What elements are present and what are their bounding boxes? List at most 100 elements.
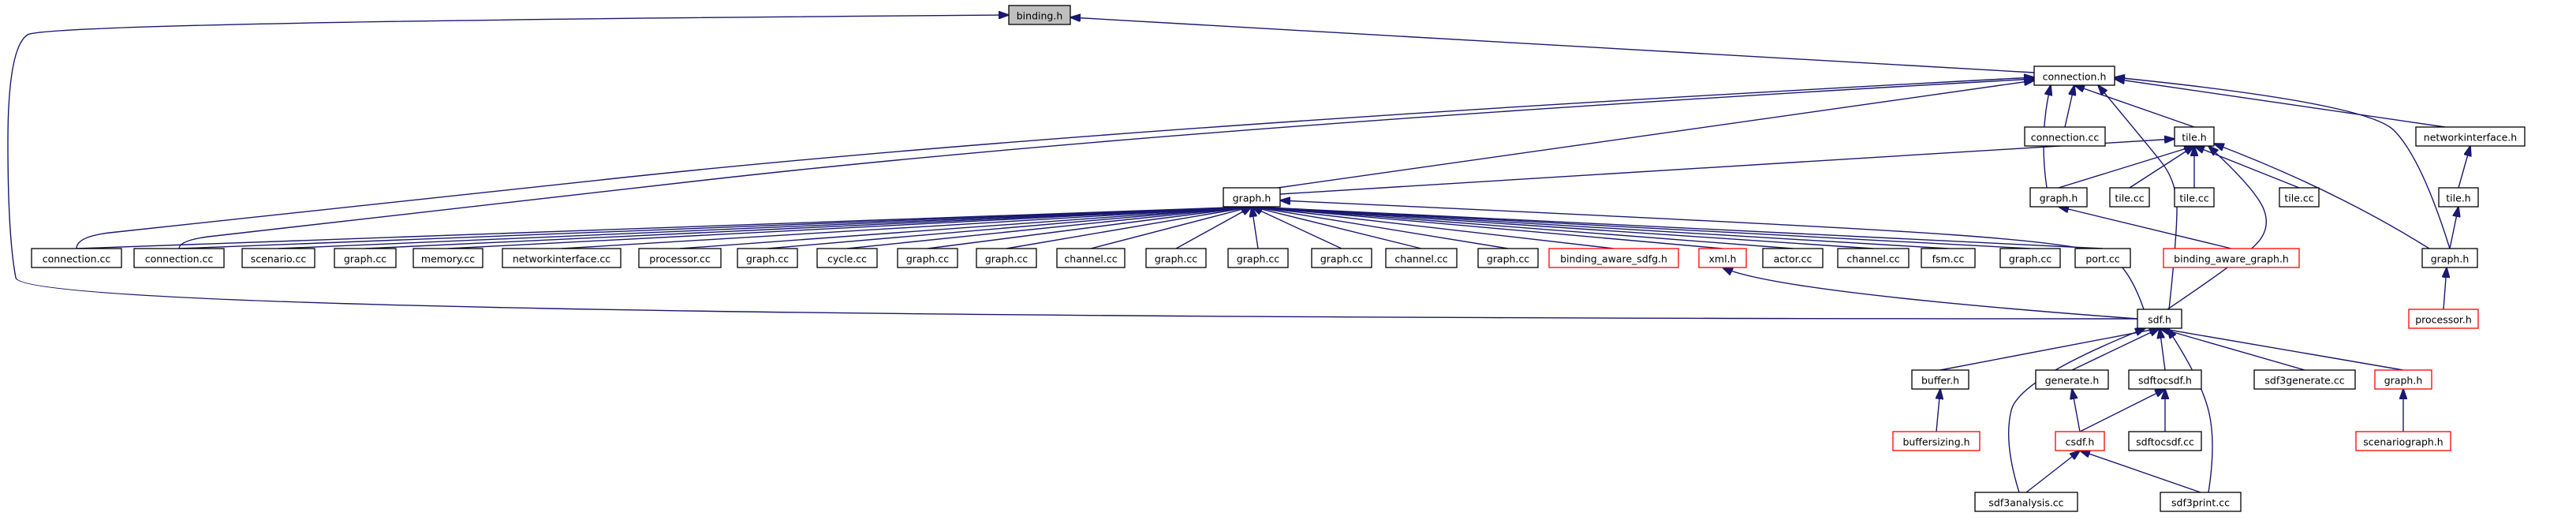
node-buffersizing-h[interactable]: buffersizing.h — [1892, 431, 1981, 451]
node-tile-h[interactable]: tile.h — [2174, 126, 2215, 147]
node-box — [334, 248, 397, 268]
node-label: connection.h — [2043, 71, 2107, 83]
node-label: graph.cc — [1155, 253, 1197, 265]
edge-buffer_h-to-sdf_h — [1939, 328, 2160, 371]
edge-channel_cc_2-to-graph_h_main — [1252, 207, 1422, 249]
node-networkinterface-h[interactable]: networkinterface.h — [2415, 126, 2526, 147]
node-processor-cc[interactable]: processor.cc — [638, 248, 722, 268]
edge-processor_h-to-graph_h_ni — [2443, 267, 2447, 310]
node-sdftocsdf-h[interactable]: sdftocsdf.h — [2128, 369, 2202, 390]
node-box — [2174, 126, 2215, 147]
node-graph-cc-6[interactable]: graph.cc — [1227, 248, 1289, 268]
node-csdf-h[interactable]: csdf.h — [2055, 431, 2105, 451]
node-sdftocsdf-cc[interactable]: sdftocsdf.cc — [2128, 431, 2202, 451]
node-buffer-h[interactable]: buffer.h — [1911, 369, 1969, 390]
node-graph-cc-1[interactable]: graph.cc — [334, 248, 397, 268]
node-label: connection.cc — [43, 253, 111, 265]
edge-buffersizing_h-to-buffer_h — [1936, 389, 1940, 432]
node-graph-h-tile[interactable]: graph.h — [2029, 187, 2088, 208]
node-label: graph.h — [2384, 375, 2423, 387]
node-graph-h-sdf[interactable]: graph.h — [2374, 369, 2432, 390]
node-box — [1223, 187, 1281, 208]
node-channel-cc-3[interactable]: channel.cc — [1837, 248, 1910, 268]
node-box — [1008, 5, 1071, 25]
node-connection-cc-c[interactable]: connection.cc — [133, 248, 225, 268]
node-cycle-cc[interactable]: cycle.cc — [816, 248, 878, 268]
edge-graph_cc_9-to-graph_h_main — [1252, 207, 2031, 249]
node-binding-aware-sdfg-h[interactable]: binding_aware_sdfg.h — [1548, 248, 1679, 268]
node-binding-h[interactable]: binding.h — [1008, 5, 1071, 25]
node-graph-cc-8[interactable]: graph.cc — [1477, 248, 1539, 268]
edge-sdf3analysis_cc-to-csdf_h — [2025, 451, 2080, 493]
node-port-cc[interactable]: port.cc — [2074, 248, 2131, 268]
node-label: sdf3generate.cc — [2264, 375, 2344, 387]
node-graph-cc-3[interactable]: graph.cc — [897, 248, 958, 268]
node-box — [2137, 309, 2182, 329]
node-tile-cc-1[interactable]: tile.cc — [2109, 187, 2150, 208]
node-label: generate.h — [2045, 375, 2100, 387]
node-label: tile.cc — [2179, 193, 2208, 204]
node-connection-cc-b[interactable]: connection.cc — [31, 248, 122, 268]
node-graph-cc-2[interactable]: graph.cc — [737, 248, 798, 268]
node-networkinterface-cc[interactable]: networkinterface.cc — [502, 248, 622, 268]
node-scenario-cc[interactable]: scenario.cc — [241, 248, 315, 268]
edge-processor_cc-to-graph_h_main — [679, 207, 1252, 249]
node-generate-h[interactable]: generate.h — [2035, 369, 2109, 390]
node-fsm-cc[interactable]: fsm.cc — [1921, 248, 1976, 268]
node-box — [1911, 369, 1969, 390]
node-graph-h-ni[interactable]: graph.h — [2421, 248, 2478, 268]
node-label: tile.h — [2446, 193, 2470, 204]
node-sdf-h[interactable]: sdf.h — [2137, 309, 2182, 329]
node-graph-cc-7[interactable]: graph.cc — [1311, 248, 1372, 268]
node-graph-cc-9[interactable]: graph.cc — [1999, 248, 2061, 268]
node-tile-cc-3[interactable]: tile.cc — [2279, 187, 2320, 208]
edge-connection_cc_b-to-connection_h — [76, 77, 2034, 249]
node-label: graph.cc — [344, 253, 386, 265]
node-sdf3analysis-cc[interactable]: sdf3analysis.cc — [1974, 492, 2078, 512]
node-sdf3generate-cc[interactable]: sdf3generate.cc — [2253, 369, 2356, 390]
edge-graph_h_ni-to-connection_h — [2115, 77, 2451, 249]
node-label: graph.cc — [1487, 253, 1529, 265]
node-graph-cc-5[interactable]: graph.cc — [1145, 248, 1207, 268]
node-box — [2355, 431, 2451, 451]
node-box — [2029, 187, 2088, 208]
edge-tile_h-to-connection_h — [2074, 85, 2195, 128]
node-box — [737, 248, 798, 268]
edge-tile_h_ni-to-networkinterface_h — [2458, 146, 2470, 189]
node-channel-cc-2[interactable]: channel.cc — [1385, 248, 1458, 268]
node-sdf3print-cc[interactable]: sdf3print.cc — [2160, 492, 2242, 512]
node-connection-cc-a[interactable]: connection.cc — [2024, 126, 2106, 147]
node-graph-cc-4[interactable]: graph.cc — [976, 248, 1037, 268]
node-label: binding_aware_sdfg.h — [1560, 253, 1667, 265]
node-box — [2253, 369, 2356, 390]
edge-tile_cc_3-to-tile_h — [2194, 146, 2300, 189]
node-channel-cc-1[interactable]: channel.cc — [1056, 248, 1126, 268]
node-graph-h-main[interactable]: graph.h — [1223, 187, 1281, 208]
node-label: processor.h — [2415, 314, 2472, 326]
node-processor-h[interactable]: processor.h — [2408, 309, 2479, 329]
edge-graph_cc_5-to-graph_h_main — [1175, 207, 1252, 249]
node-box — [2421, 248, 2478, 268]
edge-scenario_cc-to-graph_h_main — [278, 207, 1252, 249]
node-box — [2128, 431, 2202, 451]
edge-sdf_h-to-xml_h — [1723, 267, 2138, 320]
node-box — [2055, 431, 2105, 451]
node-scenariograph-h[interactable]: scenariograph.h — [2355, 431, 2451, 451]
edge-binding_aware_graph_h-to-graph_h_tile — [2059, 207, 2232, 249]
node-xml-h[interactable]: xml.h — [1698, 248, 1747, 268]
node-box — [2279, 187, 2320, 208]
node-box — [1477, 248, 1539, 268]
node-label: graph.h — [2040, 193, 2078, 204]
edge-connection_h-to-binding_h — [1070, 17, 2035, 73]
node-box — [2374, 369, 2432, 390]
node-box — [2408, 309, 2479, 329]
node-binding-aware-graph-h[interactable]: binding_aware_graph.h — [2163, 248, 2300, 268]
node-tile-cc-2[interactable]: tile.cc — [2174, 187, 2215, 208]
node-memory-cc[interactable]: memory.cc — [413, 248, 483, 268]
node-box — [1311, 248, 1372, 268]
edge-graph_h_main-to-connection_h — [1277, 80, 2034, 189]
node-tile-h-ni[interactable]: tile.h — [2438, 187, 2479, 208]
edge-graph_cc_6-to-graph_h_main — [1252, 207, 1259, 249]
node-connection-h[interactable]: connection.h — [2033, 65, 2115, 86]
node-actor-cc[interactable]: actor.cc — [1762, 248, 1824, 268]
